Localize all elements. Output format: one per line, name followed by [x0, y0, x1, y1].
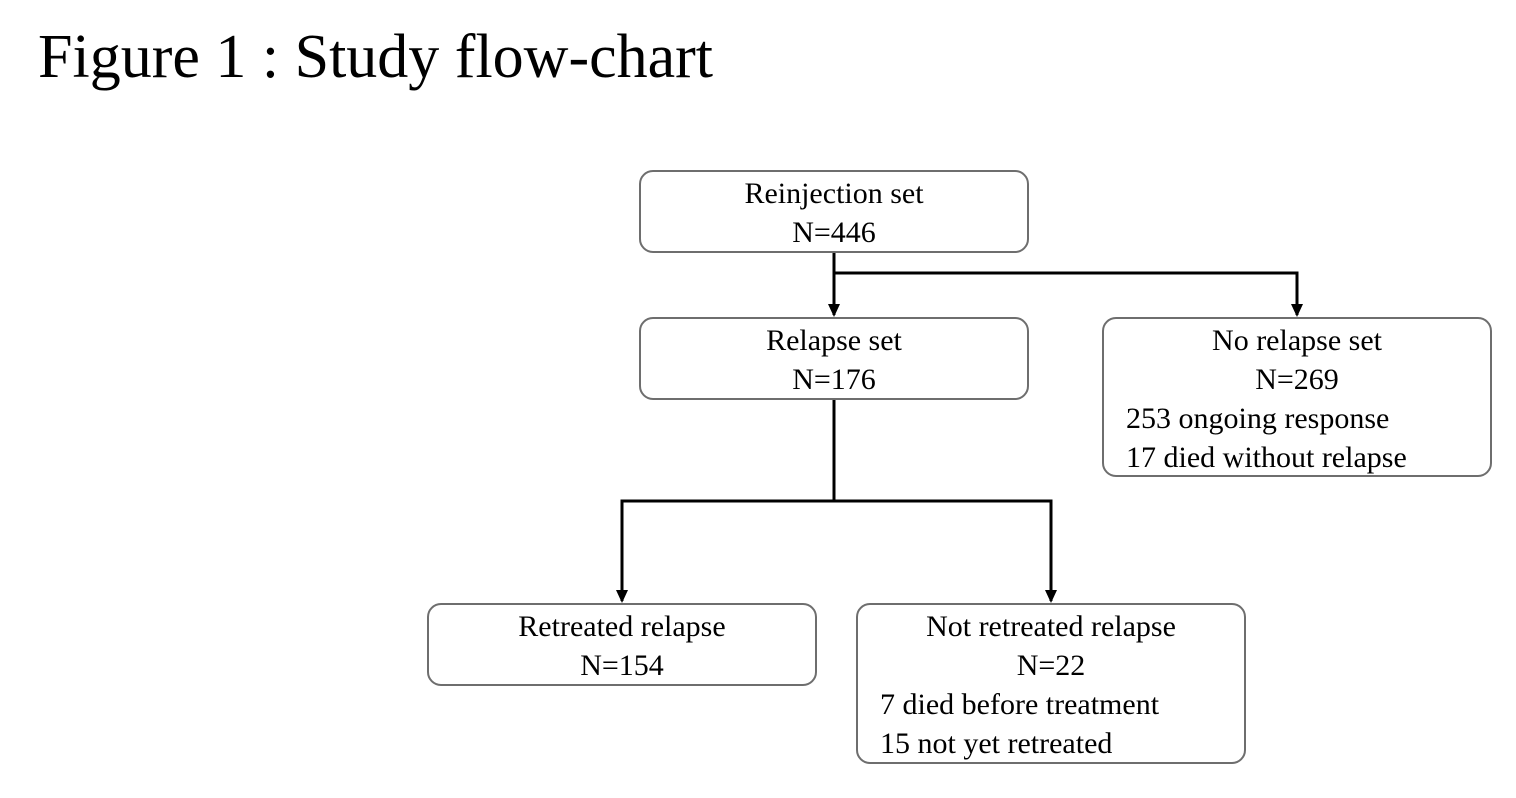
arrowhead-retreated — [616, 590, 628, 603]
node-relapse-set: Relapse set N=176 — [639, 317, 1029, 400]
node-count: N=22 — [1016, 649, 1086, 682]
node-detail: 7 died before treatment — [880, 688, 1160, 721]
node-count: N=446 — [792, 216, 876, 249]
arrowhead-no-relapse — [1291, 304, 1303, 317]
node-label: No relapse set — [1212, 324, 1382, 357]
edge-relapse-to-not-retreated — [834, 499, 1053, 601]
node-detail: 17 died without relapse — [1126, 441, 1407, 474]
node-detail: 253 ongoing response — [1126, 402, 1390, 435]
node-label: Relapse set — [766, 324, 902, 357]
node-label: Reinjection set — [744, 177, 924, 210]
node-reinjection-set: Reinjection set N=446 — [639, 170, 1029, 253]
edge-relapse-to-retreated — [620, 499, 834, 601]
node-no-relapse-set: No relapse set N=269 253 ongoing respons… — [1102, 317, 1492, 477]
node-label: Retreated relapse — [518, 610, 726, 643]
node-count: N=269 — [1255, 363, 1339, 396]
node-not-retreated-relapse: Not retreated relapse N=22 7 died before… — [856, 603, 1246, 764]
node-count: N=176 — [792, 363, 876, 396]
node-count: N=154 — [580, 649, 664, 682]
edge-reinjection-to-no-relapse — [834, 271, 1299, 315]
arrowhead-relapse — [828, 304, 840, 317]
node-label: Not retreated relapse — [926, 610, 1176, 643]
arrowhead-not-retreated — [1045, 590, 1057, 603]
node-detail: 15 not yet retreated — [880, 727, 1113, 760]
node-retreated-relapse: Retreated relapse N=154 — [427, 603, 817, 686]
figure-title: Figure 1 : Study flow-chart — [38, 23, 714, 91]
